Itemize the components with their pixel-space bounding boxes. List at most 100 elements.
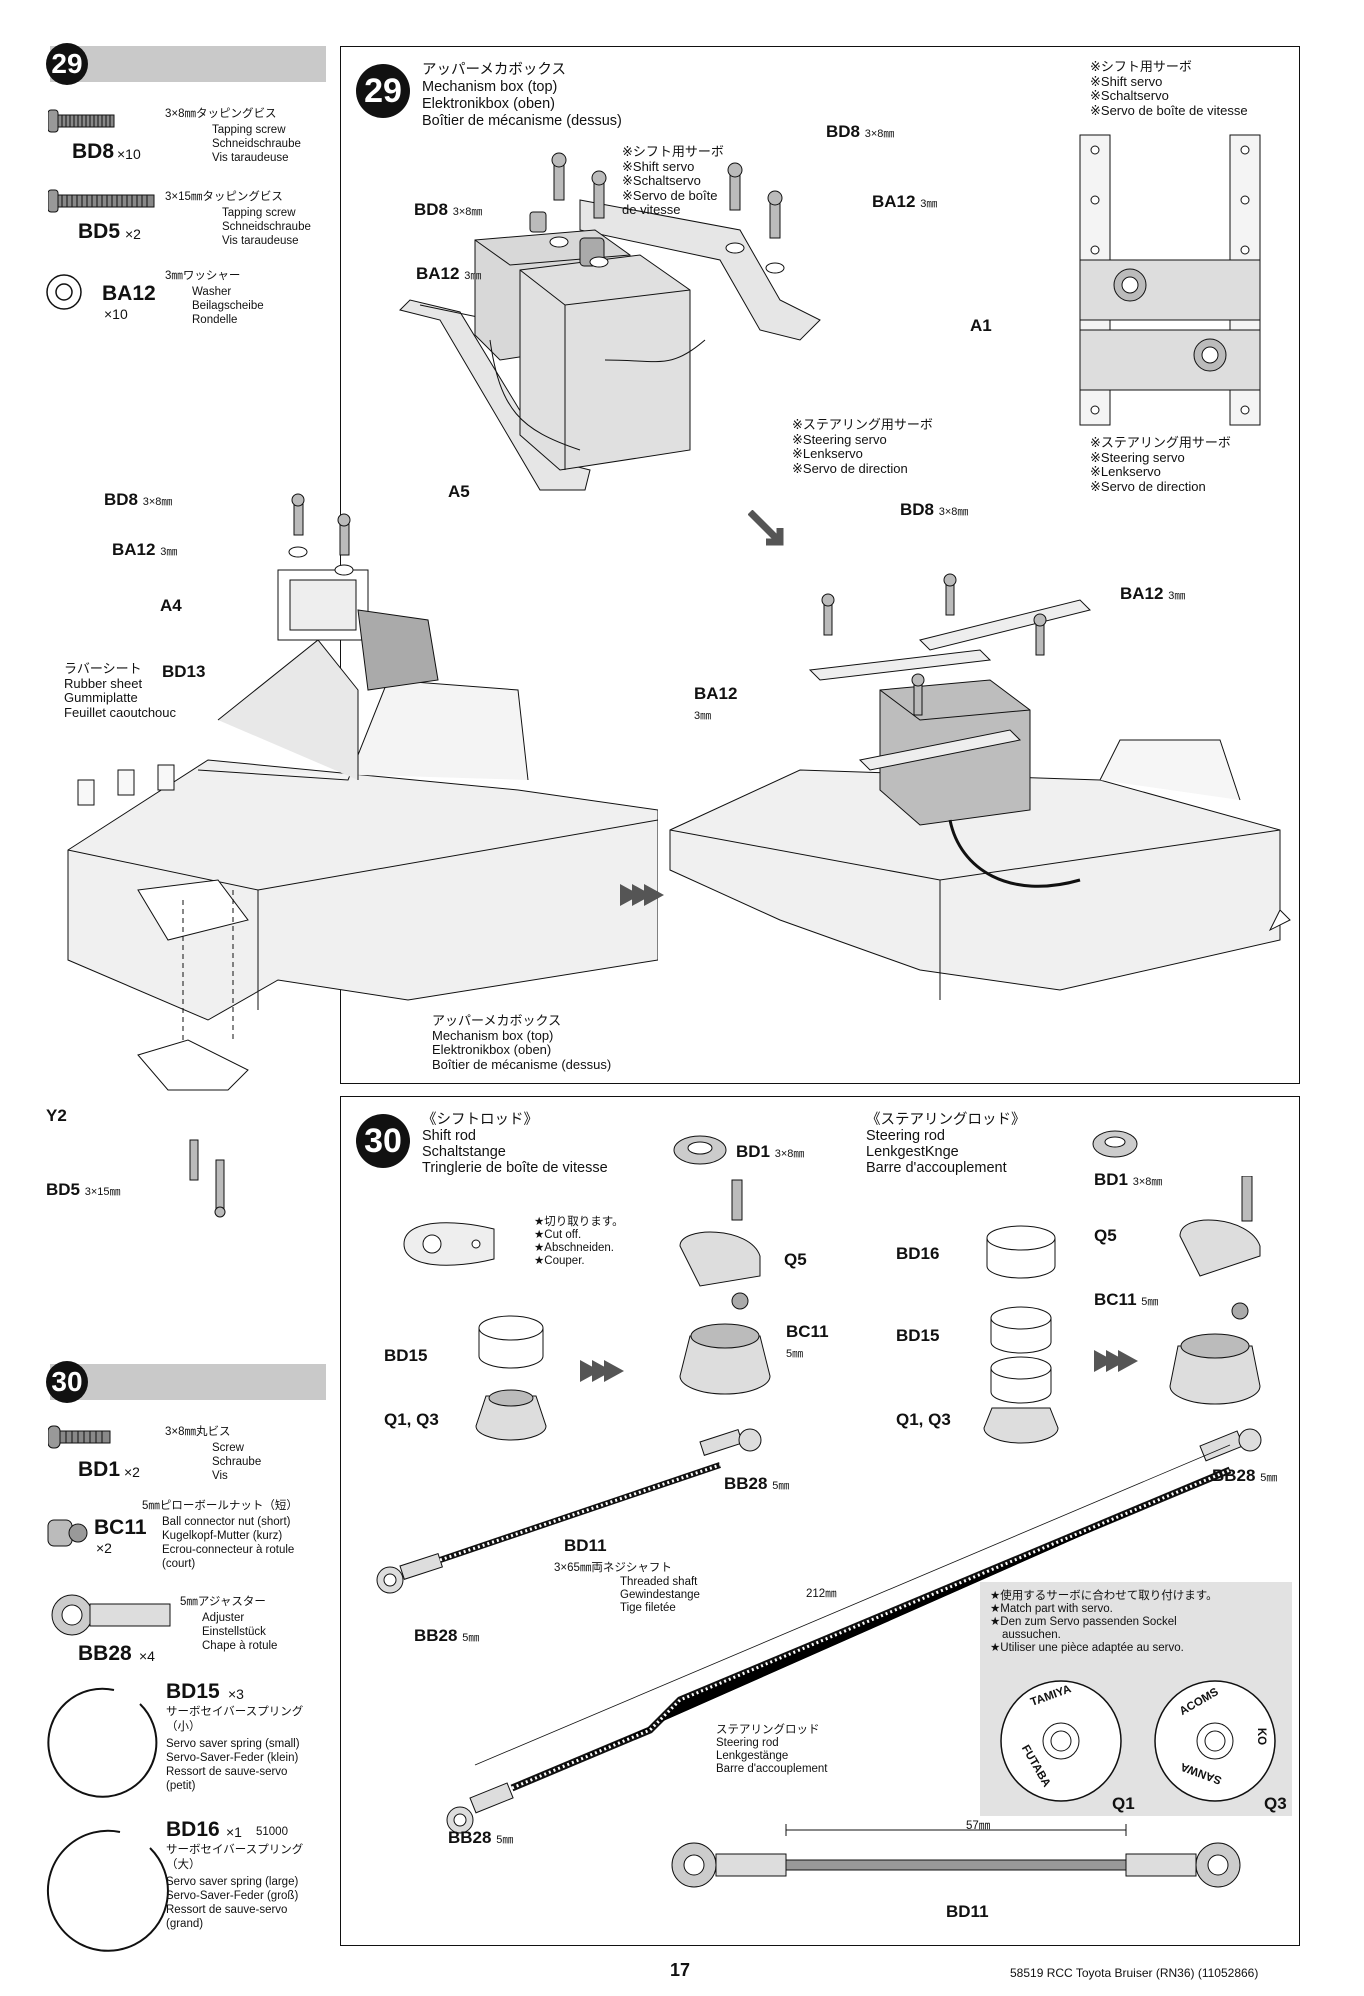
bd8-size: 3×8㎜ <box>938 506 969 518</box>
part-fr: Vis taraudeuse <box>212 152 289 164</box>
r-q1q3-label: Q1, Q3 <box>896 1410 951 1429</box>
s-bd11-label: BD11 <box>564 1536 607 1555</box>
part-de: Beilagscheibe <box>192 300 264 312</box>
step30-number-badge: 30 <box>46 1361 88 1403</box>
steer-de: Lenkgestänge <box>716 1750 789 1762</box>
ba12-washer-icon <box>44 272 84 312</box>
bd16-jp: サーボセイバースプリング <box>166 1844 304 1856</box>
r-bb28-label-bottom: BB28 5㎜ <box>448 1828 513 1848</box>
s-bb28-label: BB28 5㎜ <box>724 1474 789 1494</box>
bd11-bottom-label: BD11 <box>946 1902 989 1921</box>
bc11-de: Kugelkopf-Mutter (kurz) <box>162 1530 283 1542</box>
bd16-num: 51000 <box>256 1826 288 1838</box>
y2-label: Y2 <box>46 1106 67 1125</box>
bd13-label: BD13 <box>162 662 206 681</box>
r-q5-label: Q5 <box>1094 1226 1117 1245</box>
shift-rod-jp: 《シフトロッド》 <box>422 1112 538 1128</box>
bd1-size: 3×8㎜ <box>1132 1176 1163 1188</box>
bd1-de: Schraube <box>212 1456 262 1468</box>
steering-servo-right-label: ※ステアリング用サーボ ※Steering servo ※Lenkservo ※… <box>1090 435 1231 494</box>
steering-servo-en: ※Steering servo <box>792 431 887 447</box>
step29-header-bar <box>50 46 326 82</box>
step30-box <box>340 1096 1300 1946</box>
steer-en: Steering rod <box>716 1737 779 1749</box>
ba12-code: BA12 <box>694 684 738 703</box>
arrow-icon <box>580 1356 626 1386</box>
bb28-size: 5㎜ <box>462 1632 480 1644</box>
servo-gear-icon <box>1090 1126 1140 1162</box>
title-fr: Boîtier de mécanisme (dessus) <box>422 113 622 129</box>
bd1-code: BD1 <box>736 1142 771 1161</box>
shift-servo-right-jp: ※シフト用サーボ <box>1090 59 1192 74</box>
bd1-code: BD1 <box>1094 1170 1129 1189</box>
cut-jp: ★切り取ります。 <box>534 1216 624 1228</box>
steering-rod-illustration <box>440 1410 1270 1850</box>
bd1-qty: ×2 <box>124 1464 140 1480</box>
shift-rod-en: Shift rod <box>422 1128 476 1144</box>
mid-bd8-label: BD8 3×8㎜ <box>104 490 172 510</box>
shaft-label-2: Threaded shaft Gewindestange Tige fileté… <box>620 1576 700 1615</box>
bb28-qty: ×4 <box>139 1648 155 1664</box>
steering-servo-right-jp: ※ステアリング用サーボ <box>1090 435 1231 450</box>
ba12-size: 3㎜ <box>694 710 712 722</box>
steer-jp: ステアリングロッド <box>716 1724 820 1736</box>
title-de: Elektronikbox (oben) <box>422 96 555 112</box>
shift-servo-saver-assembly <box>660 1176 780 1416</box>
q1-label: Q1 <box>1112 1794 1135 1813</box>
bb28-fr: Chape à rotule <box>202 1640 278 1652</box>
part-qty: ×2 <box>125 226 141 242</box>
ba12-size: 3㎜ <box>920 198 938 210</box>
part-code: BD8 <box>72 140 115 163</box>
bb28-size: 5㎜ <box>1260 1472 1278 1484</box>
bd8-label: BD8 3×8㎜ <box>826 122 894 142</box>
part-en: Washer <box>192 286 232 298</box>
bd8-code: BD8 <box>826 122 861 141</box>
ba12-code: BA12 <box>1120 584 1164 603</box>
ba12-code: BA12 <box>416 264 460 283</box>
q3-label: Q3 <box>1264 1794 1287 1813</box>
bd16-qty: ×1 <box>226 1824 242 1840</box>
bd1-screw-icon <box>48 1424 118 1450</box>
ba12-code: BA12 <box>872 192 916 211</box>
r-bd15-label: BD15 <box>896 1326 940 1345</box>
bb28-code: BB28 <box>724 1474 768 1493</box>
r-bd16-label: BD16 <box>896 1244 940 1263</box>
servo-side-view <box>1070 130 1270 430</box>
a1-label: A1 <box>970 316 992 335</box>
rubber-de: Gummiplatte <box>64 690 138 705</box>
shift-servo-jp: ※シフト用サーボ <box>622 144 724 159</box>
bd16-de: Servo-Saver-Feder (groß) <box>166 1890 299 1902</box>
r-bc11-label: BC11 5㎜ <box>1094 1290 1158 1310</box>
bd15-de: Servo-Saver-Feder (klein) <box>166 1752 299 1764</box>
bd1-en: Screw <box>212 1442 244 1454</box>
len57-label: 57㎜ <box>966 1820 991 1832</box>
steer-rod-fr: Barre d'accouplement <box>866 1160 1007 1176</box>
shift-rod-title: 《シフトロッド》 Shift rod Schaltstange Tringler… <box>422 1112 608 1176</box>
servo-horn-cut-illustration <box>394 1214 504 1274</box>
bd15-fr2: (petit) <box>166 1780 196 1792</box>
rubber-sheet-label: ラバーシート Rubber sheet Gummiplatte Feuillet… <box>64 661 176 720</box>
steering-servo-fr: ※Servo de direction <box>792 460 908 476</box>
ba12-size: 3㎜ <box>160 546 178 558</box>
servo-note-text: ★使用するサーボに合わせて取り付けます。 ★Match part with se… <box>990 1590 1218 1655</box>
steering-servo-de: ※Lenkservo <box>792 446 863 461</box>
ba12-label-right: BA12 3㎜ <box>872 192 937 212</box>
bb28-en: Adjuster <box>202 1612 245 1624</box>
bd8-code: BD8 <box>900 500 935 519</box>
bd15-jp: サーボセイバースプリング <box>166 1706 304 1718</box>
part-code: BD5 <box>78 220 121 243</box>
part-fr: Rondelle <box>192 314 238 326</box>
bb28-de: Einstellstück <box>202 1626 266 1638</box>
shaft-label: 3×65㎜両ネジシャフト <box>554 1562 672 1575</box>
shift-servo-right-fr: ※Servo de boîte de vitesse <box>1090 102 1248 118</box>
footer-ref: 58519 RCC Toyota Bruiser (RN36) (1105286… <box>1010 1966 1259 1980</box>
steer-servo-saver-assembly <box>1160 1176 1280 1436</box>
bc11-qty: ×2 <box>96 1540 112 1556</box>
note-en: ★Match part with servo. <box>990 1603 1113 1615</box>
servo-saver-steer-illustration <box>976 1218 1066 1458</box>
arrow-icon <box>1094 1346 1140 1376</box>
steering-servo-jp: ※ステアリング用サーボ <box>792 417 933 432</box>
bc11-code: BC11 <box>786 1322 829 1341</box>
bd16-en: Servo saver spring (large) <box>166 1876 299 1888</box>
bc11-code: BC11 <box>94 1516 147 1539</box>
